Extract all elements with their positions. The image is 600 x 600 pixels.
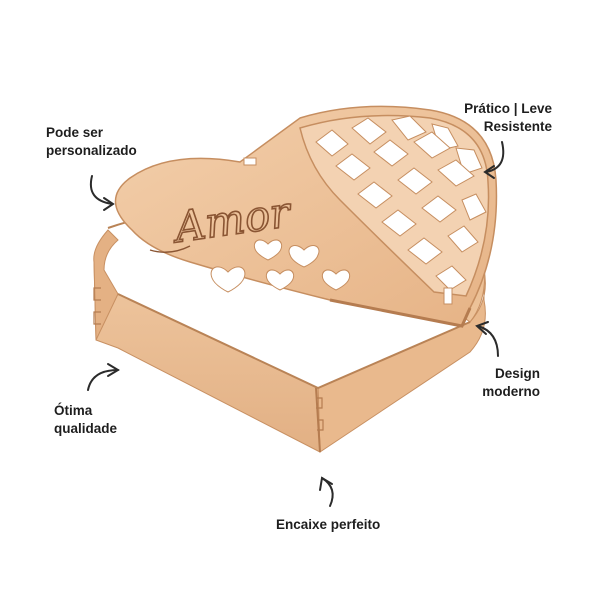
heart-icon bbox=[321, 269, 351, 291]
callout-line: personalizado bbox=[46, 143, 137, 158]
heart-icon bbox=[265, 269, 295, 291]
curved-arrow-icon bbox=[483, 141, 505, 179]
box-front-wall bbox=[93, 260, 321, 453]
lid-slot bbox=[443, 287, 453, 305]
callout-customizable: Pode ser personalizado bbox=[46, 124, 137, 160]
lattice-window bbox=[299, 114, 490, 297]
callout-line: Design bbox=[494, 366, 540, 381]
callout-fit: Encaixe perfeito bbox=[276, 516, 380, 534]
callout-line: Encaixe perfeito bbox=[276, 517, 381, 532]
callout-line: Prático | Leve bbox=[464, 101, 552, 116]
callout-line: moderno bbox=[482, 384, 540, 399]
callout-design: Design moderno bbox=[476, 365, 540, 401]
curved-arrow-icon bbox=[90, 175, 115, 211]
heart-icon bbox=[210, 266, 246, 293]
callout-line: Ótima bbox=[54, 403, 93, 418]
callout-quality: Ótima qualidade bbox=[54, 402, 117, 438]
callout-practical: Prático | Leve Resistente bbox=[452, 100, 552, 136]
callout-line: Resistente bbox=[483, 119, 552, 134]
lid-slot bbox=[243, 157, 257, 166]
callout-line: Pode ser bbox=[46, 125, 104, 140]
curved-arrow-icon bbox=[87, 363, 120, 391]
heart-icon bbox=[288, 245, 320, 268]
heart-cutouts bbox=[210, 239, 351, 293]
curved-arrow-icon bbox=[475, 321, 499, 357]
heart-icon bbox=[253, 239, 283, 261]
callout-line: qualidade bbox=[54, 421, 118, 436]
curved-arrow-icon bbox=[319, 476, 334, 507]
finger-joints bbox=[93, 287, 324, 431]
box-right-wall bbox=[317, 269, 486, 453]
